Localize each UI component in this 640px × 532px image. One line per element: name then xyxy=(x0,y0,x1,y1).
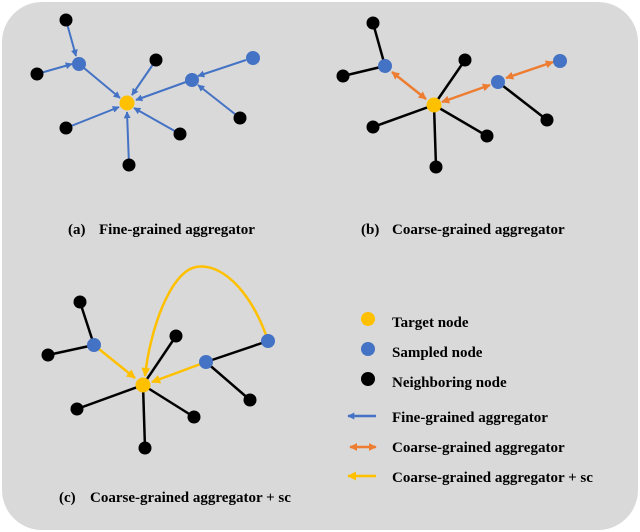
panel-b-label: (b) xyxy=(361,222,379,238)
target-node xyxy=(426,97,442,113)
panel-c-graph xyxy=(41,265,275,455)
neighbor-node xyxy=(243,393,257,407)
panel-c-label: (c) xyxy=(59,490,76,506)
neighbor-node xyxy=(366,120,380,134)
neighbor-node xyxy=(70,402,84,416)
neighbor-node xyxy=(73,295,87,309)
edge xyxy=(497,81,548,121)
neighbor-node xyxy=(59,121,73,135)
fine-arrow xyxy=(123,111,131,166)
sampled-node xyxy=(72,57,86,71)
panel-a-label: (a) xyxy=(68,222,86,238)
sampled-node xyxy=(246,51,260,65)
sampled-node xyxy=(87,338,101,352)
fine-arrow xyxy=(135,81,187,102)
panel-a-title: Fine-grained aggregator xyxy=(99,222,255,238)
neighbor-node xyxy=(122,158,136,172)
neighbor-node xyxy=(149,53,163,67)
sampled-node xyxy=(378,59,392,73)
edge xyxy=(205,361,251,401)
edge xyxy=(371,22,387,67)
coarse-arrow xyxy=(441,83,491,104)
edge xyxy=(205,339,269,364)
panel-c-title: Coarse-grained aggregator + sc xyxy=(90,490,291,506)
fine-arrow xyxy=(133,107,181,135)
sampled-node xyxy=(261,334,275,348)
panel-a-graph xyxy=(30,13,260,172)
neighbor-node xyxy=(540,113,554,127)
fine-arrow xyxy=(197,84,241,119)
coarse-arrow xyxy=(391,71,427,100)
edge xyxy=(142,383,195,419)
edge xyxy=(433,103,488,138)
sampled-node xyxy=(199,355,213,369)
neighbor-node xyxy=(30,67,44,81)
panel-b-title: Coarse-grained aggregator xyxy=(392,222,565,238)
sc-arrow xyxy=(151,360,207,384)
neighbor-node xyxy=(429,160,443,174)
sampled-node xyxy=(553,54,567,68)
edge xyxy=(432,104,438,168)
legend-target-label: Target node xyxy=(392,315,469,331)
fine-arrow xyxy=(197,59,247,78)
neighbor-node xyxy=(173,127,187,141)
neighbor-node xyxy=(169,329,183,343)
target-node xyxy=(135,377,151,393)
legend-sampled-swatch xyxy=(361,342,375,356)
neighbor-node xyxy=(366,16,380,30)
sc-arrow xyxy=(93,344,136,379)
neighbor-node xyxy=(480,129,494,143)
neighbor-node xyxy=(138,441,152,455)
legend-fine-label: Fine-grained aggregator xyxy=(392,410,548,426)
legend-sampled-label: Sampled node xyxy=(392,345,483,361)
legend-target-swatch xyxy=(361,312,375,326)
edge xyxy=(47,343,95,357)
target-node xyxy=(119,95,135,111)
neighbor-node xyxy=(59,13,73,27)
edge xyxy=(432,59,467,106)
legend-coarse-label: Coarse-grained aggregator xyxy=(392,440,565,456)
legend: Target node Sampled node Neighboring nod… xyxy=(347,312,593,486)
sampled-node xyxy=(491,75,505,89)
legend-neighbor-swatch xyxy=(361,372,375,386)
edge xyxy=(78,301,96,346)
edge xyxy=(372,103,435,129)
fine-arrow xyxy=(65,106,120,129)
sampled-node xyxy=(185,73,199,87)
neighbor-node xyxy=(233,111,247,125)
panel-b-graph xyxy=(336,16,567,174)
edge xyxy=(76,383,144,411)
coarse-arrow xyxy=(505,60,554,80)
neighbor-node xyxy=(41,348,55,362)
neighbor-node xyxy=(336,69,350,83)
legend-sc-label: Coarse-grained aggregator + sc xyxy=(392,470,593,486)
neighbor-node xyxy=(187,410,201,424)
edge xyxy=(141,384,147,449)
edge xyxy=(342,64,386,78)
fine-arrow xyxy=(131,59,157,96)
legend-neighbor-label: Neighboring node xyxy=(392,375,507,391)
fine-arrow xyxy=(83,67,121,99)
neighbor-node xyxy=(458,53,472,67)
sc-curve-arrow xyxy=(141,265,270,377)
